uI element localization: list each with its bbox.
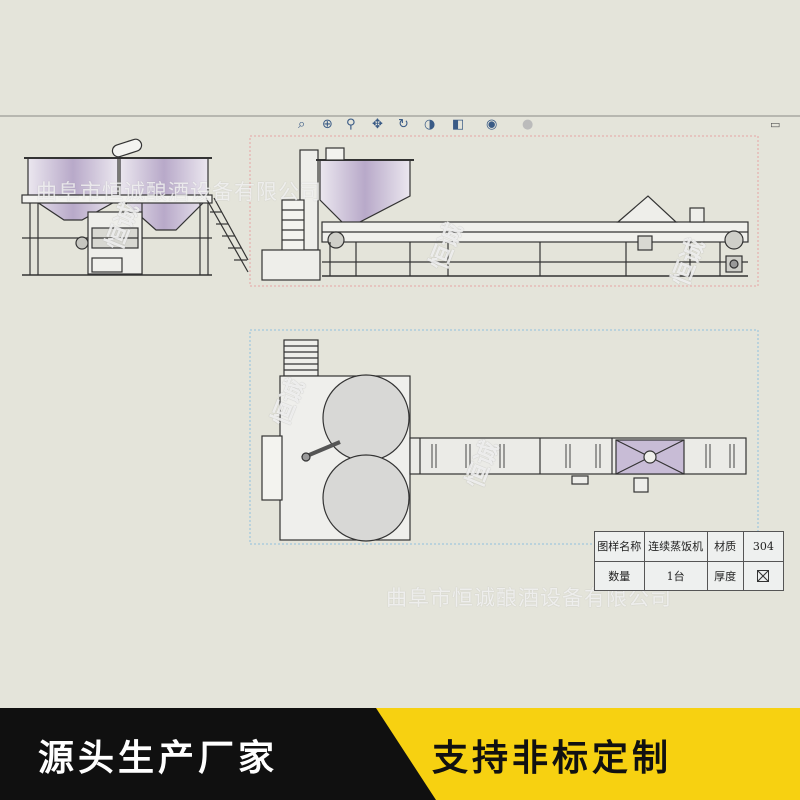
left-pipe [111, 138, 143, 158]
thickness-value [742, 560, 785, 591]
display-style-icon[interactable]: ◑ [424, 117, 436, 132]
banner-right-text: 支持非标定制 [432, 738, 673, 779]
material-label: 材质 [706, 531, 744, 562]
promo-banner: 源头生产厂家 支持非标定制 [0, 708, 800, 800]
crossed-box-icon [757, 570, 770, 583]
banner-left-text: 源头生产厂家 [38, 738, 279, 779]
plan-view [261, 339, 747, 542]
drawing-name-label: 图样名称 [594, 531, 645, 562]
company-watermark-top: 曲阜市恒诚酿酒设备有限公司 [36, 180, 322, 204]
drawing-title-block: 图样名称 连续蒸饭机 材质 304 数量 1台 厚度 [594, 531, 785, 591]
pan-icon[interactable]: ✥ [372, 117, 383, 132]
zoom-fit-icon[interactable]: ⌕ [298, 117, 306, 132]
hide-show-icon[interactable]: ◉ [486, 117, 498, 132]
elevation-view [261, 147, 749, 281]
side-view-left [21, 138, 249, 276]
scene-icon[interactable]: ● [522, 117, 534, 132]
view-orientation-icon[interactable]: ◧ [452, 117, 465, 132]
plan-view-frame [249, 329, 759, 545]
zoom-area-icon[interactable]: ⊕ [322, 117, 333, 132]
cad-drawing-canvas [0, 115, 800, 545]
thickness-label: 厚度 [706, 560, 744, 591]
promo-banner-yellow-panel [376, 708, 800, 800]
left-stair [205, 197, 249, 273]
elevation-view-frame [249, 135, 759, 287]
material-value: 304 [742, 531, 785, 562]
plan-tank-2 [322, 454, 410, 542]
elevation-tank [319, 159, 411, 225]
drawing-name-value: 连续蒸饭机 [643, 531, 708, 562]
quantity-label: 数量 [594, 560, 645, 591]
plan-chain-marks [431, 444, 735, 468]
rotate-icon[interactable]: ↻ [398, 117, 409, 132]
steam-hood [616, 195, 678, 223]
quantity-value: 1台 [643, 560, 708, 591]
window-restore-icon[interactable]: ▭ [770, 118, 781, 131]
zoom-icon[interactable]: ⚲ [346, 117, 356, 132]
plan-tank-1 [322, 374, 410, 462]
